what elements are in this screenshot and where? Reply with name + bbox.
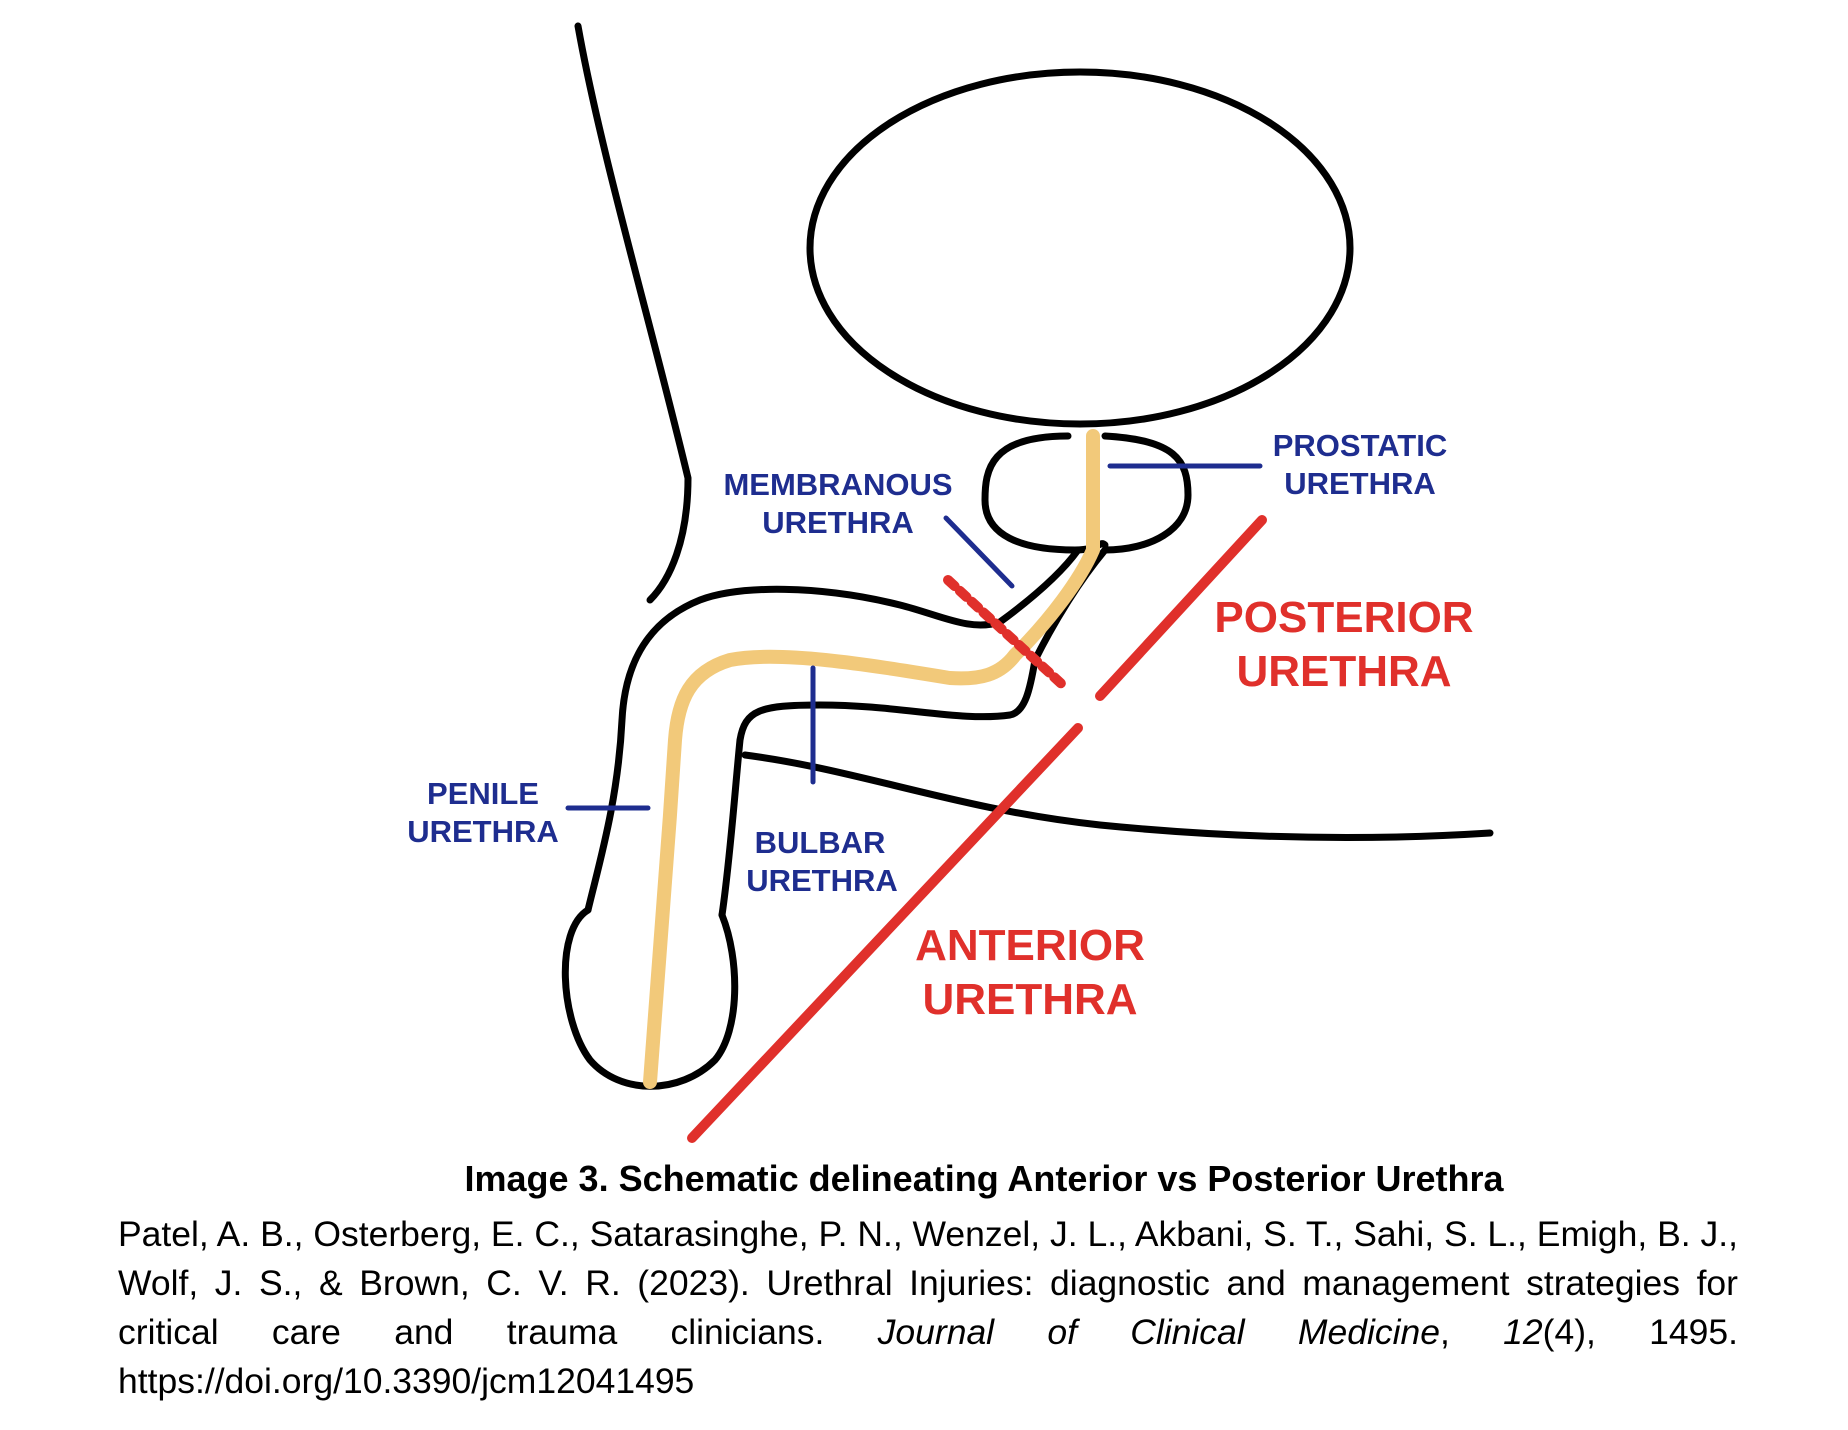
leader-membranous xyxy=(943,515,1015,589)
citation-volume: 12 xyxy=(1503,1312,1543,1352)
divider-lines xyxy=(687,515,1267,1143)
label-penile-line1: PENILE xyxy=(427,776,539,811)
label-anterior-line1: ANTERIOR xyxy=(915,921,1145,970)
label-posterior-line2: URETHRA xyxy=(1236,647,1451,696)
perineum-line xyxy=(741,751,1494,842)
anterior-posterior-divider-upper xyxy=(1095,515,1267,701)
citation: Patel, A. B., Osterberg, E. C., Satarasi… xyxy=(118,1210,1738,1406)
citation-doi: https://doi.org/10.3390/jcm12041495 xyxy=(118,1361,695,1401)
label-posterior-line1: POSTERIOR xyxy=(1214,593,1473,642)
bladder xyxy=(806,68,1354,428)
membranous-boundary-dashed xyxy=(943,575,1071,693)
label-bulbar-line2: URETHRA xyxy=(746,863,898,898)
label-membranous-line2: URETHRA xyxy=(762,505,914,540)
lower-shaft-outline xyxy=(718,546,1109,919)
anterior-posterior-divider-lower xyxy=(687,723,1083,1143)
leader-lines xyxy=(565,463,1263,811)
citation-separator: , xyxy=(1440,1312,1504,1352)
citation-issue-pages: (4), 1495. xyxy=(1542,1312,1739,1352)
caption-title: Image 3. Schematic delineating Anterior … xyxy=(464,1158,1504,1199)
citation-authors: Patel, A. B., Osterberg, E. C., Satarasi… xyxy=(118,1214,1738,1352)
label-anterior-line2: URETHRA xyxy=(922,975,1137,1024)
label-membranous-line1: MEMBRANOUS xyxy=(723,467,952,502)
label-penile-line2: URETHRA xyxy=(407,814,559,849)
label-prostatic-line2: URETHRA xyxy=(1284,466,1436,501)
abdominal-wall xyxy=(574,22,692,604)
label-bulbar-line1: BULBAR xyxy=(755,825,886,860)
label-prostatic-line1: PROSTATIC xyxy=(1273,428,1448,463)
citation-journal: Journal of Clinical Medicine xyxy=(877,1312,1440,1352)
